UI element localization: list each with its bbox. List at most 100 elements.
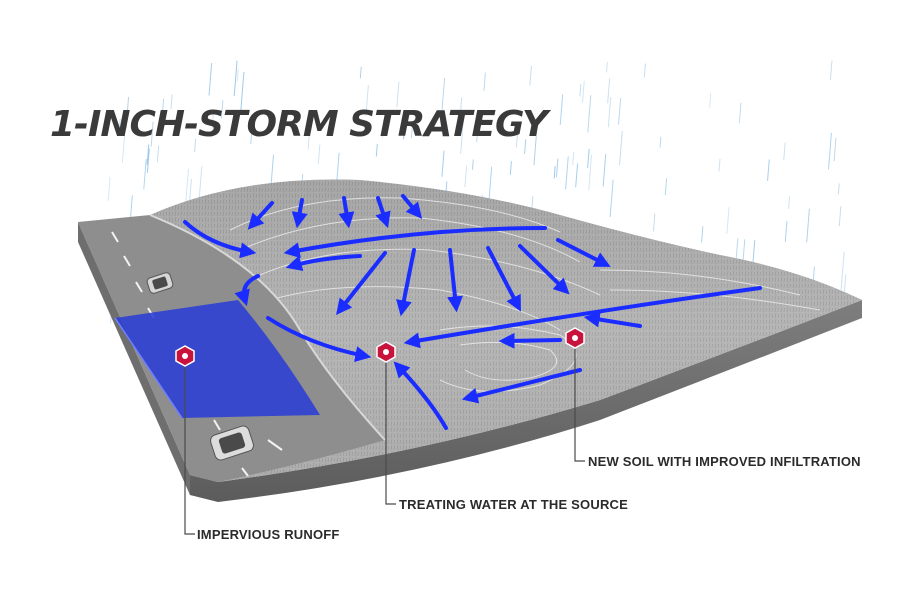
- rain-streak: [531, 196, 534, 210]
- rain-streak: [843, 274, 847, 292]
- flow-arrow-icon: [498, 332, 562, 349]
- rain-streak: [709, 92, 712, 108]
- label-new-soil: NEW SOIL WITH IMPROVED INFILTRATION: [588, 454, 861, 469]
- rain-streak: [833, 137, 837, 162]
- rain-streak: [602, 153, 607, 187]
- rain-streak: [828, 132, 832, 170]
- rain-streak: [806, 208, 810, 243]
- rain-streak: [767, 159, 770, 181]
- rain-streak: [575, 163, 579, 188]
- rain-streak: [121, 134, 126, 163]
- rain-streak: [788, 196, 791, 210]
- flow-arrow-icon: [396, 248, 416, 317]
- flow-arrow-icon: [283, 226, 547, 259]
- rain-streak: [146, 148, 150, 173]
- rain-streak: [581, 80, 585, 103]
- rain-streak: [194, 138, 197, 152]
- terrain-side-face: [190, 300, 862, 502]
- rain-streak: [107, 176, 111, 201]
- rain-streak: [555, 158, 559, 178]
- rain-streak: [440, 78, 446, 118]
- rain-streak: [783, 142, 786, 161]
- rain-streak: [476, 120, 479, 143]
- rain-streak: [415, 113, 419, 136]
- rain-streak: [307, 116, 312, 150]
- flow-arrow-icon: [234, 274, 260, 307]
- rain-streak: [483, 72, 486, 91]
- flow-arrow-icon: [461, 368, 582, 404]
- rain-streak: [524, 139, 527, 154]
- rain-streak: [587, 95, 592, 133]
- flow-arrow-icon: [583, 311, 642, 328]
- flow-arrow-icon: [518, 244, 570, 295]
- rain-streak: [146, 144, 150, 165]
- road-curb: [149, 214, 386, 441]
- rain-streak: [402, 119, 406, 140]
- rain-streak: [236, 68, 239, 82]
- rain-streak: [240, 71, 245, 111]
- rain-streak: [162, 98, 165, 112]
- rain-streak: [250, 132, 253, 144]
- car-icon: [146, 272, 174, 294]
- diagram-title: 1-INCH-STORM STRATEGY: [50, 104, 548, 145]
- rain-streak: [619, 130, 623, 165]
- rain-streak: [170, 94, 173, 109]
- rain-streak: [664, 178, 668, 196]
- rain-streak: [559, 94, 564, 125]
- impervious-runoff-edge: [114, 317, 183, 419]
- rain-streak: [410, 128, 413, 139]
- rain-streak: [553, 165, 556, 179]
- label-treating-water: TREATING WATER AT THE SOURCE: [399, 497, 628, 512]
- rain-streak: [701, 226, 704, 243]
- flow-arrow-icon: [338, 196, 355, 229]
- rain-streak: [208, 63, 213, 96]
- rain-streak: [837, 183, 840, 195]
- rain-streak: [220, 100, 224, 119]
- rain-streak: [509, 161, 512, 175]
- flow-arrow-icon: [401, 194, 423, 219]
- flow-arrow-icon: [291, 198, 308, 229]
- flow-arrow-icon: [266, 316, 372, 362]
- rain-streak: [365, 85, 369, 116]
- label-impervious-runoff: IMPERVIOUS RUNOFF: [197, 527, 340, 542]
- rain-streak: [460, 120, 464, 154]
- flow-arrow-icon: [336, 251, 387, 316]
- rain-streak: [606, 61, 608, 73]
- rain-streak: [150, 121, 154, 147]
- rain-streak: [533, 130, 538, 166]
- flow-arrow-icon: [447, 248, 463, 313]
- rain-streak: [529, 65, 532, 86]
- flow-arrows: [183, 194, 762, 430]
- hexagon-marker-icon: [565, 327, 585, 349]
- rain-streak: [588, 155, 593, 191]
- rain-streak: [210, 113, 214, 138]
- rain-streak: [726, 207, 730, 234]
- rain-streak: [607, 78, 611, 104]
- rain-streak: [441, 150, 445, 177]
- rain-streak: [233, 60, 238, 97]
- rain-streak: [829, 60, 833, 80]
- rain-streak: [840, 251, 845, 290]
- rain-streak: [652, 213, 656, 232]
- rain-streak: [317, 144, 321, 165]
- rain-streak: [118, 118, 121, 133]
- rain-streak: [618, 97, 622, 125]
- rain-streak: [565, 156, 569, 190]
- rain-streak: [488, 166, 493, 204]
- rain-streak: [185, 168, 189, 202]
- rain-streak: [587, 148, 590, 168]
- rain-streak: [125, 97, 130, 129]
- rain-streak: [459, 97, 463, 123]
- rain-streak: [515, 126, 519, 148]
- road-side-face: [78, 222, 190, 495]
- leader-lines: [184, 345, 585, 535]
- rain-streak: [270, 154, 275, 186]
- hexagon-marker-icon: [175, 345, 195, 367]
- flow-arrow-icon: [486, 246, 521, 312]
- flow-arrow-icon: [375, 196, 391, 229]
- rain-streak: [359, 66, 362, 79]
- rain-streak: [738, 102, 742, 124]
- rain-streak: [838, 206, 842, 227]
- rain-streak: [607, 96, 612, 128]
